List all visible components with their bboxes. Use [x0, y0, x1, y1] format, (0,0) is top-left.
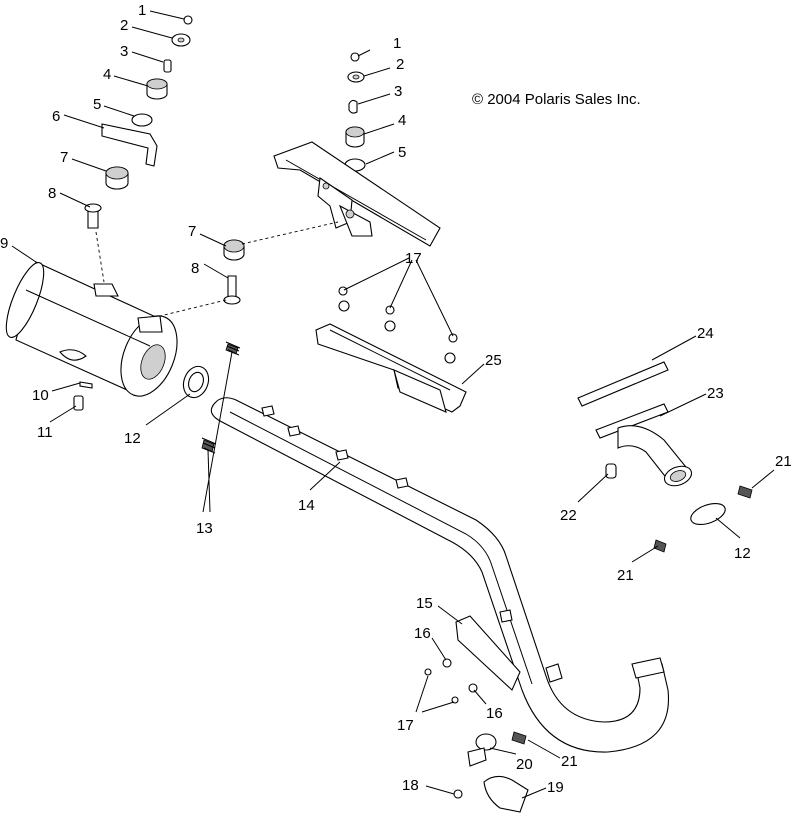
part-20-bolt — [467, 733, 497, 767]
callout-22: 22 — [560, 507, 577, 524]
callout-21c: 21 — [775, 453, 792, 470]
part-17-nut-lower-b — [451, 696, 459, 704]
assembly-line-a — [95, 231, 105, 283]
callout-2a: 2 — [120, 17, 128, 34]
callout-2b: 2 — [396, 56, 404, 73]
part-1-nut-right — [350, 52, 360, 62]
right-mount-stack — [344, 52, 366, 172]
part-8-bolt-center — [227, 275, 237, 299]
callout-5b: 5 — [398, 144, 406, 161]
copyright-text: © 2004 Polaris Sales Inc. — [472, 91, 641, 108]
callout-3a: 3 — [120, 43, 128, 60]
callout-4a: 4 — [103, 66, 111, 83]
part-16-nut-b — [468, 683, 478, 693]
callout-13: 13 — [196, 520, 213, 537]
callout-9: 9 — [0, 235, 8, 252]
part-14-exhaust-pipe — [210, 397, 670, 753]
callout-23: 23 — [707, 385, 724, 402]
callout-16a: 16 — [414, 625, 431, 642]
callout-16b: 16 — [486, 705, 503, 722]
callout-3b: 3 — [394, 83, 402, 100]
callout-11: 11 — [37, 424, 53, 441]
callout-8a: 8 — [48, 185, 56, 202]
part-18-nut — [453, 789, 463, 799]
part-3-bushing-right — [348, 99, 358, 114]
callout-20: 20 — [516, 756, 533, 773]
part-22-bolt — [605, 463, 617, 479]
part-17-nut-lower-a — [424, 668, 432, 676]
callout-labels: 1 2 3 4 5 6 7 8 9 10 11 12 13 14 15 16 1… — [0, 2, 792, 799]
part-17-nuts-upper — [338, 286, 458, 364]
callout-18: 18 — [402, 777, 419, 794]
callout-21a: 21 — [561, 753, 578, 770]
part-5-oring-left — [131, 113, 153, 127]
callout-7b: 7 — [188, 223, 196, 240]
callout-15: 15 — [416, 595, 433, 612]
callout-21b: 21 — [617, 567, 634, 584]
callout-12a: 12 — [124, 430, 141, 447]
part-10-washer — [79, 381, 93, 389]
left-mount-stack — [84, 15, 193, 229]
part-13-springs — [201, 341, 241, 454]
part-16-nut-a — [442, 658, 452, 668]
callout-1a: 1 — [138, 2, 146, 19]
callout-4b: 4 — [398, 112, 406, 129]
callout-12b: 12 — [734, 545, 751, 562]
callout-25: 25 — [485, 352, 502, 369]
part-21-springs — [511, 485, 753, 745]
callout-5a: 5 — [93, 96, 101, 113]
part-24-gasket-strip — [577, 361, 669, 407]
assembly-line-c — [159, 299, 227, 317]
assembly-line-b — [241, 221, 339, 245]
callout-10: 10 — [32, 387, 49, 404]
callout-7a: 7 — [60, 149, 68, 166]
part-3-bushing-left — [163, 59, 172, 73]
callout-8b: 8 — [191, 260, 199, 277]
callout-1b: 1 — [393, 35, 401, 52]
part-23-spark-arrestor — [595, 403, 693, 487]
frame-crossmember — [273, 141, 441, 247]
part-11-nut — [73, 395, 84, 411]
part-6-bracket-left — [101, 123, 158, 167]
callout-17a: 17 — [405, 250, 422, 267]
part-19-bracket — [483, 775, 529, 813]
callout-14: 14 — [298, 497, 315, 514]
part-9-muffler — [5, 261, 178, 397]
part-25-heat-shield — [315, 323, 467, 413]
callout-17b: 17 — [397, 717, 414, 734]
callout-19: 19 — [547, 779, 564, 796]
part-12-gasket-right — [690, 502, 726, 526]
callout-6: 6 — [52, 108, 60, 125]
part-1-nut-left — [183, 15, 193, 25]
part-15-heat-shield-lower — [455, 615, 521, 691]
callout-24: 24 — [697, 325, 714, 342]
